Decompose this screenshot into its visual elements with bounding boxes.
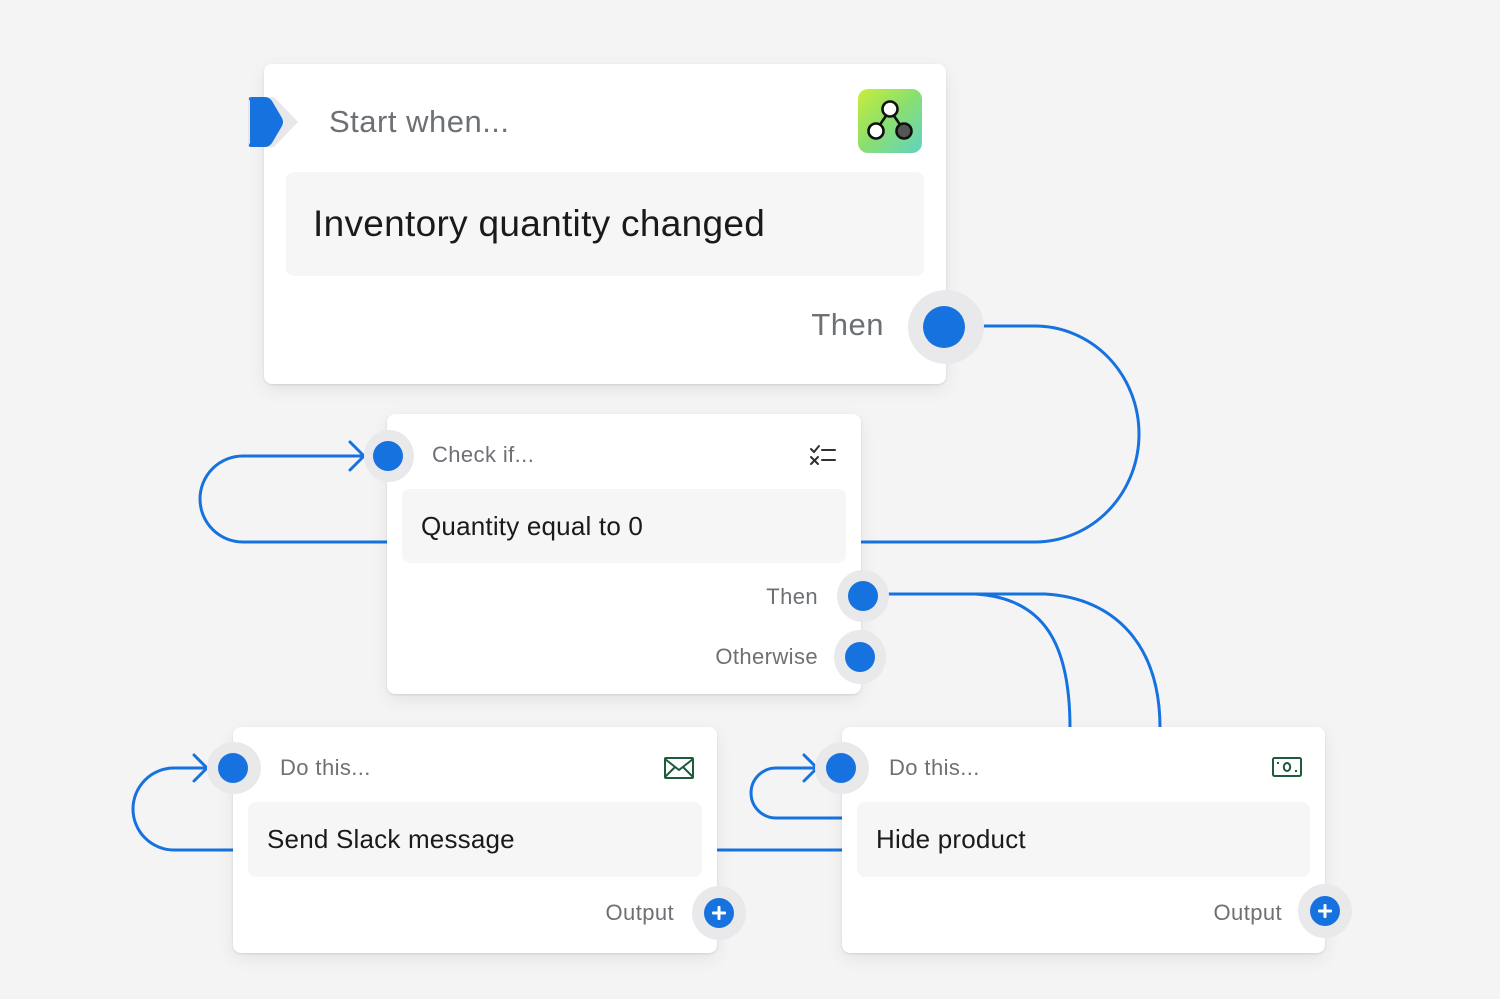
wire-then-to-hide-b xyxy=(864,592,1162,730)
condition-otherwise-label: Otherwise xyxy=(715,644,818,669)
hide-value-field[interactable]: Hide product xyxy=(857,802,1310,877)
action-slack-card[interactable]: Do this... Send Slack message Output xyxy=(233,727,717,953)
wire-trigger-to-condition xyxy=(860,324,1141,544)
hide-header: Do this... xyxy=(889,755,980,780)
workflow-nodes-icon xyxy=(858,89,922,153)
condition-value: Quantity equal to 0 xyxy=(421,511,644,541)
envelope-icon xyxy=(664,757,694,779)
hide-add-output-button[interactable] xyxy=(1310,896,1340,926)
hide-output-label: Output xyxy=(1213,900,1282,925)
condition-header: Check if... xyxy=(432,442,535,467)
slack-header: Do this... xyxy=(280,755,371,780)
wire-slack-input-loop xyxy=(131,766,235,852)
trigger-header: Start when... xyxy=(329,104,510,139)
trigger-then-port[interactable] xyxy=(923,306,965,348)
trigger-card[interactable]: Start when... Inventory quantity changed… xyxy=(264,64,946,384)
trigger-then-label: Then xyxy=(811,307,884,342)
slack-output-label: Output xyxy=(605,900,674,925)
wire-then-to-hide-a xyxy=(864,592,1072,730)
hide-value: Hide product xyxy=(876,824,1026,854)
cash-icon xyxy=(1272,757,1302,777)
condition-value-field[interactable]: Quantity equal to 0 xyxy=(402,489,846,563)
trigger-value-field[interactable]: Inventory quantity changed xyxy=(286,172,924,276)
condition-then-label: Then xyxy=(766,584,818,609)
slack-input-port[interactable] xyxy=(218,753,248,783)
condition-otherwise-port[interactable] xyxy=(845,642,875,672)
wire-condition-input-loop xyxy=(198,454,390,544)
condition-then-port[interactable] xyxy=(848,581,878,611)
wire-hide-input-loop xyxy=(749,766,844,820)
condition-card[interactable]: Check if... Quantity equal to 0 Then Oth… xyxy=(387,414,861,694)
trigger-value: Inventory quantity changed xyxy=(313,203,766,244)
slack-value-field[interactable]: Send Slack message xyxy=(248,802,702,877)
slack-add-output-button[interactable] xyxy=(704,898,734,928)
hide-input-port[interactable] xyxy=(826,753,856,783)
condition-input-port[interactable] xyxy=(373,441,403,471)
checklist-icon xyxy=(810,445,836,465)
action-hide-card[interactable]: Do this... Hide product Output xyxy=(842,727,1325,953)
start-arrow-icon xyxy=(248,97,298,147)
slack-value: Send Slack message xyxy=(267,824,515,854)
